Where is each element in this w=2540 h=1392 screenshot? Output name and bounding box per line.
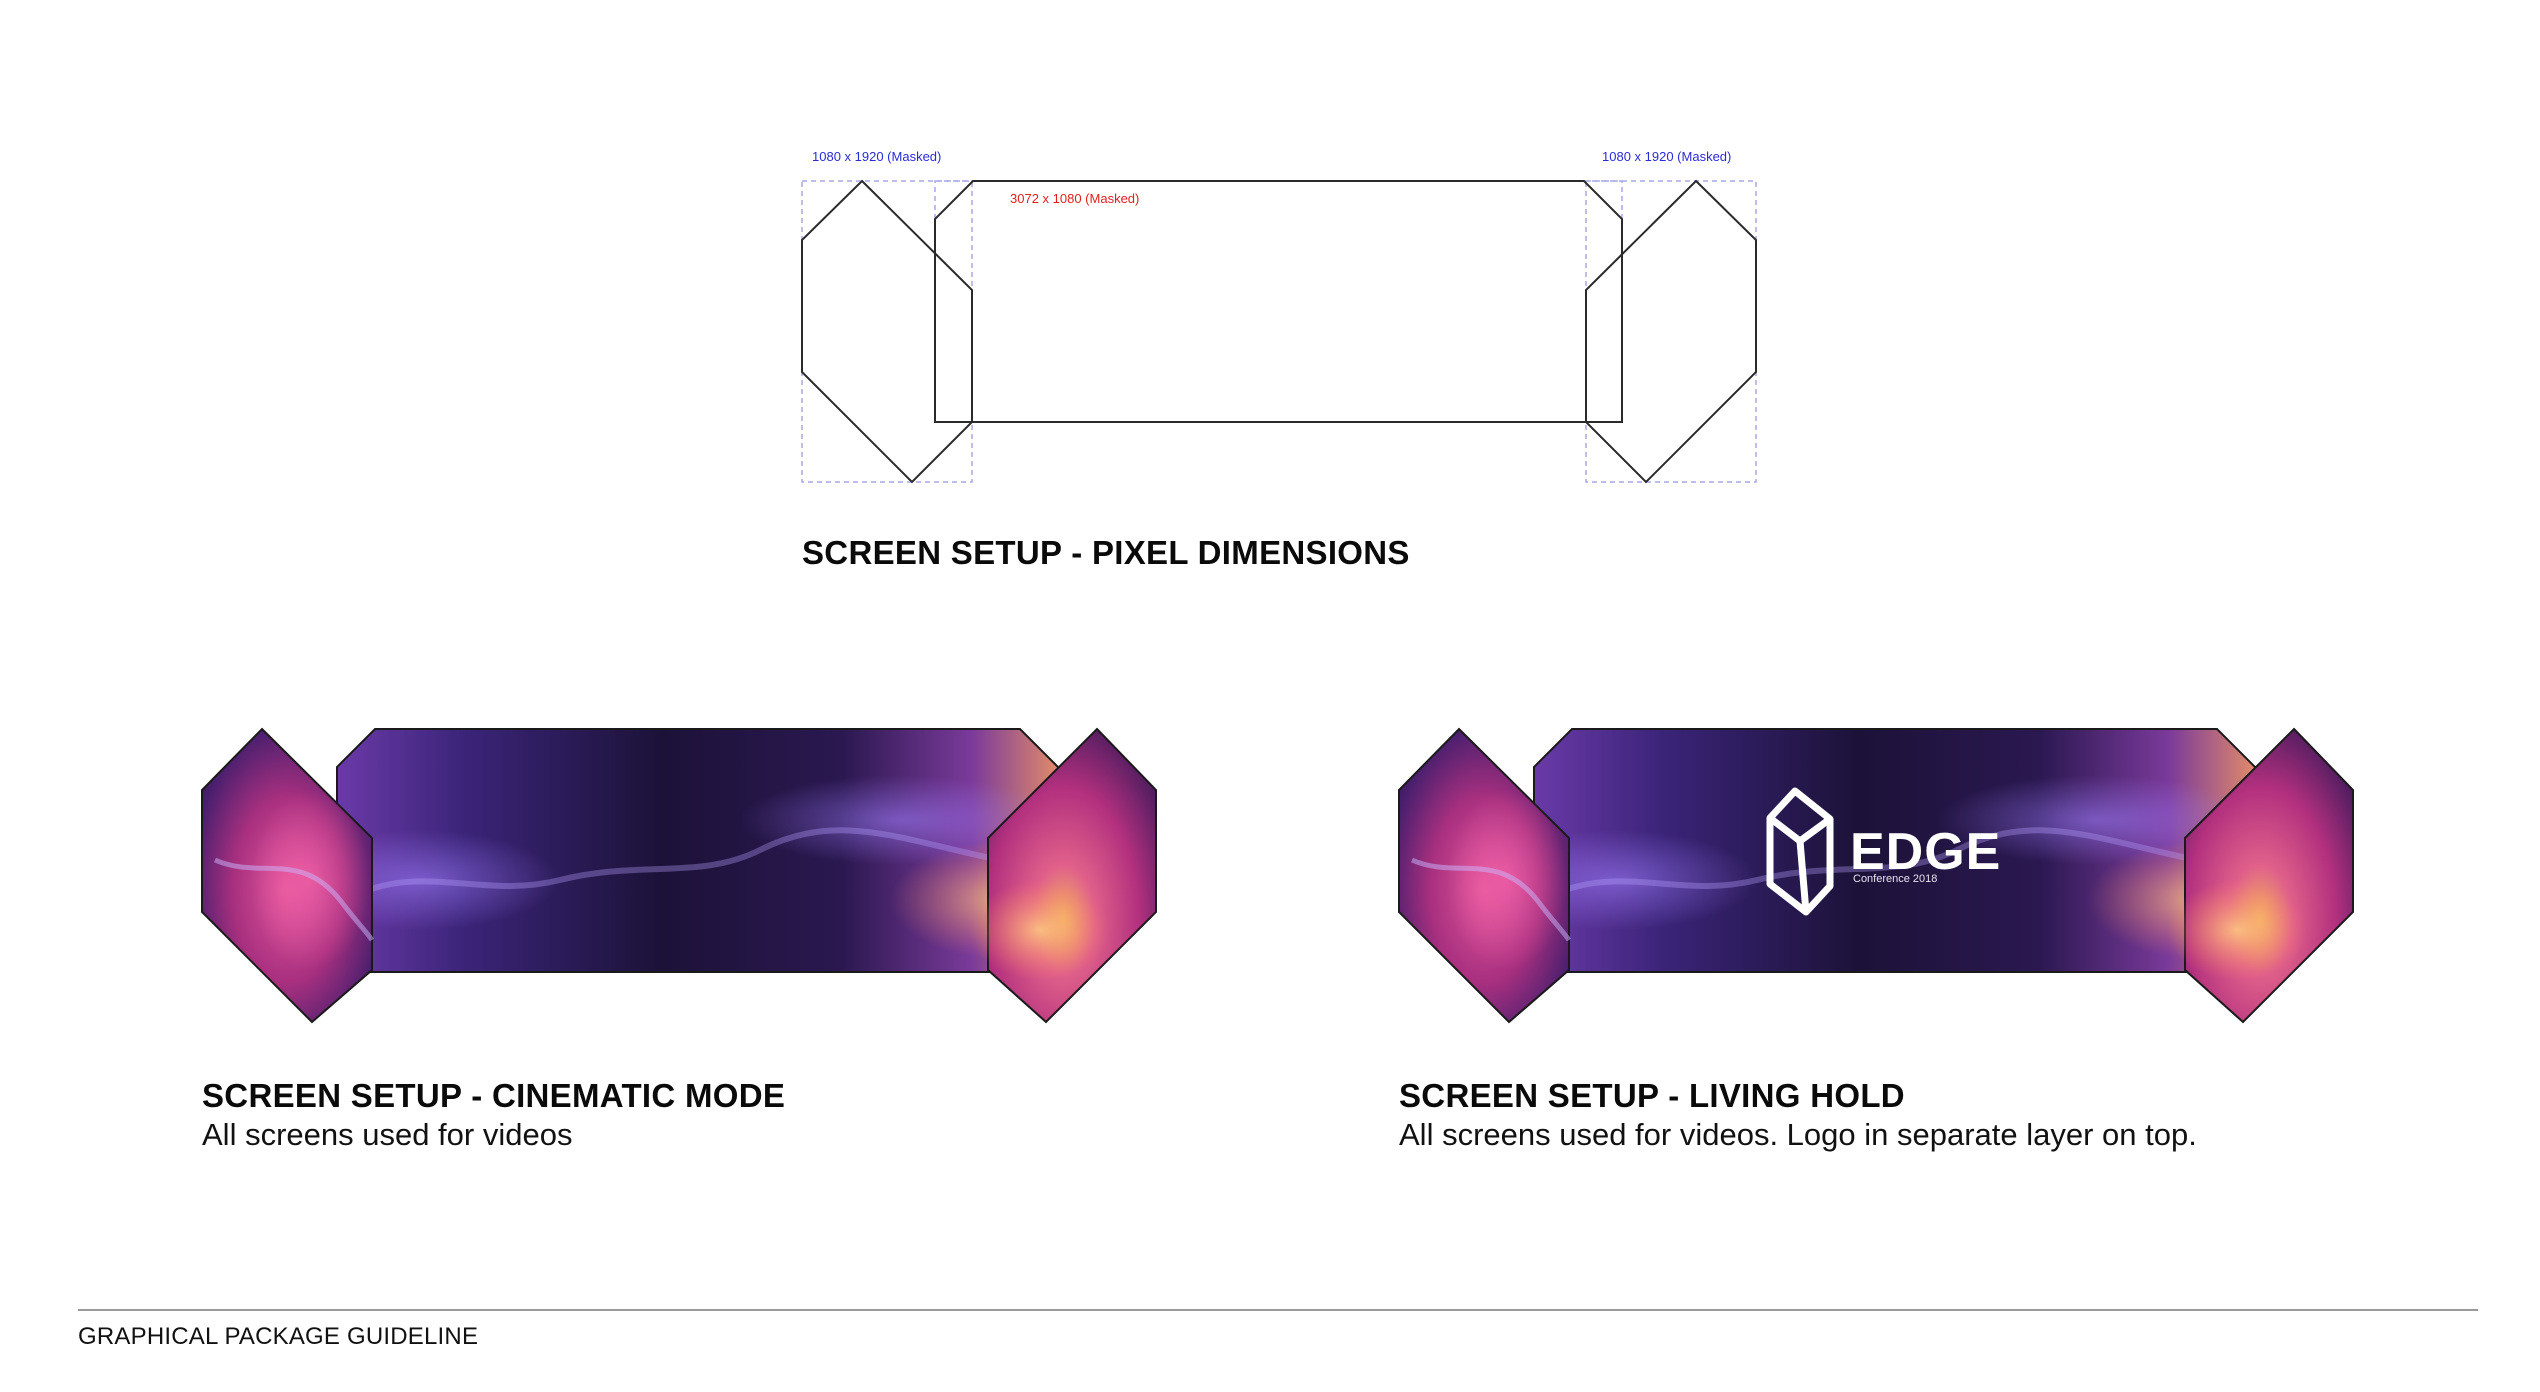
- left-panel-bounds: [801, 180, 973, 483]
- edge-logo-subtitle: Conference 2018: [1853, 873, 1938, 885]
- left-panel-dimension-label: 1080 x 1920 (Masked): [812, 149, 942, 164]
- living-hold-left-screen: [1398, 727, 1572, 1024]
- cinematic-left-screen: [201, 727, 375, 1024]
- living-hold-right-screen: [2167, 727, 2354, 1024]
- edge-logo-wordmark: EDGE: [1850, 823, 2002, 881]
- footer-guideline-label: GRAPHICAL PACKAGE GUIDELINE: [78, 1323, 479, 1350]
- crystal-logo-icon: [1766, 787, 1834, 916]
- cinematic-mode-screens: [201, 727, 1157, 1024]
- pixel-dimensions-title: SCREEN SETUP - PIXEL DIMENSIONS: [802, 534, 1410, 571]
- living-hold-title: SCREEN SETUP - LIVING HOLD: [1399, 1077, 1905, 1114]
- cinematic-mode-caption: All screens used for videos: [202, 1117, 573, 1152]
- living-hold-screens: [1398, 727, 2354, 1024]
- center-panel-dimension-label: 3072 x 1080 (Masked): [1010, 191, 1140, 206]
- right-panel-bounds: [1585, 180, 1757, 483]
- footer-divider: [78, 1309, 2478, 1311]
- cinematic-mode-title: SCREEN SETUP - CINEMATIC MODE: [202, 1077, 786, 1114]
- right-panel-dimension-label: 1080 x 1920 (Masked): [1602, 149, 1732, 164]
- living-hold-center-screen: [1477, 728, 2327, 973]
- right-screen-outline: [1585, 179, 1757, 484]
- left-screen-outline: [801, 179, 973, 484]
- center-screen-outline: [934, 180, 1623, 423]
- living-hold-caption: All screens used for videos. Logo in sep…: [1399, 1117, 2197, 1152]
- cinematic-right-screen: [970, 727, 1157, 1024]
